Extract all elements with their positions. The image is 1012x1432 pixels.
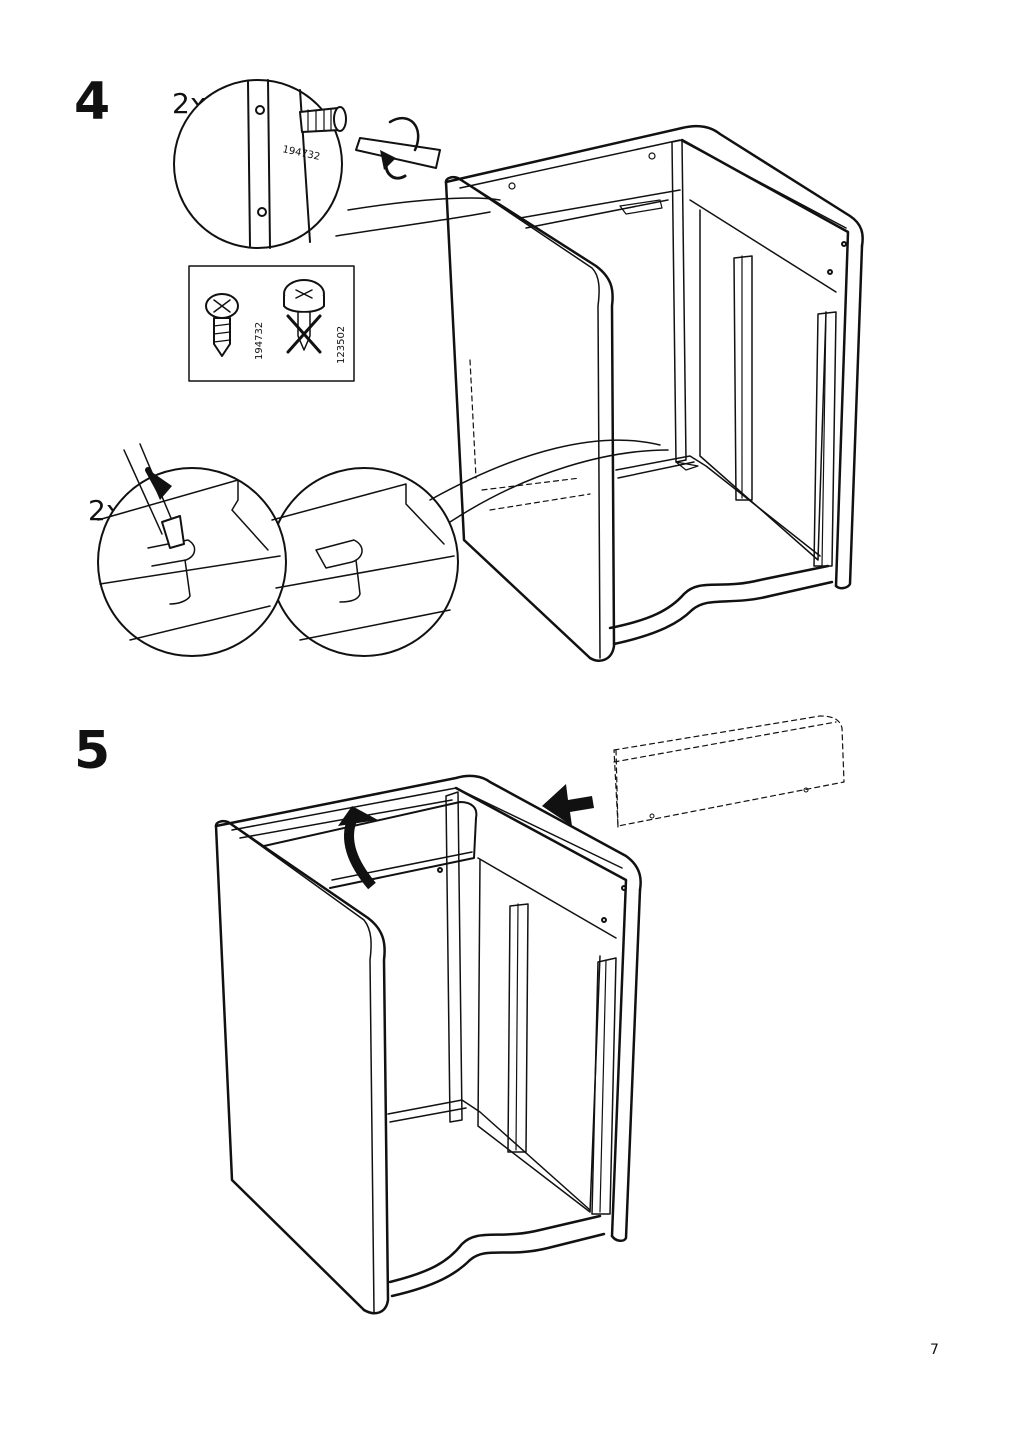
- wrong-screw-part-number: 123502: [336, 326, 347, 364]
- insert-panel-hint: [542, 715, 845, 829]
- step-5-number: 5: [74, 721, 111, 781]
- page-number: 7: [930, 1342, 939, 1358]
- step-4-number: 4: [74, 72, 111, 132]
- correct-screw-part-number: 194732: [254, 322, 265, 360]
- cabinet-step-4: [444, 124, 864, 662]
- parts-compare-box: 194732 123502: [188, 265, 355, 382]
- clip-detail-circles: [97, 439, 669, 657]
- cabinet-step-5: [214, 774, 642, 1315]
- screw-detail-circle: 194732: [173, 79, 501, 249]
